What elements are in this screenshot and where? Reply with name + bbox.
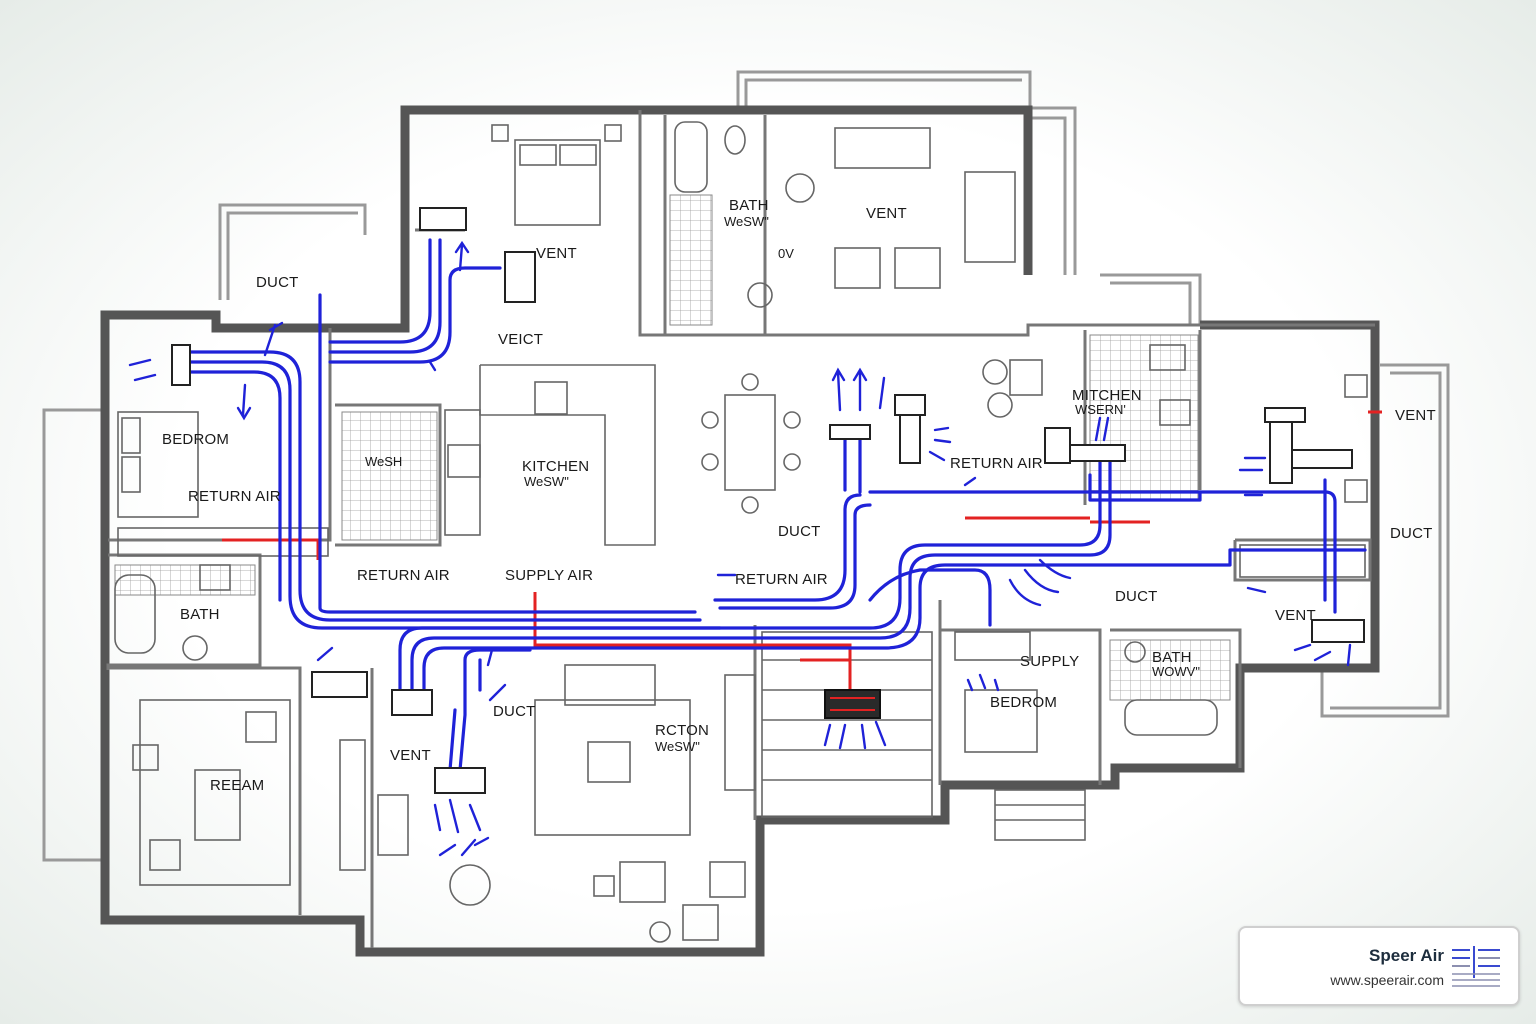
label-duct-center: DUCT [778,523,820,540]
label-bath-top: BATH [729,197,769,214]
label-veict: VEICT [498,331,543,348]
label-bedroom-left: BEDROM [162,431,229,448]
tiled-floors [114,194,1231,701]
label-bath-top-sub: WeSW" [724,214,769,229]
label-rcton-sub: WeSW" [655,739,700,754]
airflow-arrows [128,240,1352,857]
label-bedroom-right: BEDROM [990,694,1057,711]
label-rcton: RCTON [655,722,709,739]
label-duct-far-right: DUCT [1390,525,1432,542]
label-ov: 0V [778,246,794,261]
label-vent-top: VENT [536,245,577,262]
walls [100,105,1380,957]
label-vent-far-right: VENT [1395,407,1436,424]
label-vent-living: VENT [866,205,907,222]
label-kitchen-right: MITCHEN [1072,387,1142,404]
label-kitchen: KITCHEN [522,458,589,475]
label-supply-right: SUPPLY [1020,653,1079,670]
label-vent-lower: VENT [390,747,431,764]
label-duct-lower: DUCT [493,703,535,720]
label-duct-right: DUCT [1115,588,1157,605]
plan-labels: DUCT VENT VEICT BATH WeSW" 0V VENT BEDRO… [162,197,1436,794]
label-kitchen-sub: WeSW" [524,474,569,489]
label-return-air-center: RETURN AIR [357,567,450,584]
brand-name: Speer Air [1369,946,1444,965]
supply-ducts [188,238,1367,772]
label-return-air-left: RETURN AIR [188,488,281,505]
label-duct-top-left: DUCT [256,274,298,291]
brand-card: Speer Air www.speerair.com [1238,926,1520,1006]
label-bath-right-sub: WOWV" [1152,664,1200,679]
label-vent-right: VENT [1275,607,1316,624]
label-kitchen-right-sub: WSERN' [1075,402,1126,417]
label-wash-small: WeSH [365,454,402,469]
furniture [114,121,1368,943]
outer-deck-outlines [42,70,1450,862]
label-bath-left: BATH [180,606,220,623]
brand-url: www.speerair.com [1330,972,1444,988]
label-bath-right: BATH [1152,649,1192,666]
label-return-air-arrow: RETURN AIR [735,571,828,588]
label-reeam: REEAM [210,777,264,794]
speer-air-logo-icon [1452,946,1500,987]
label-supply-air: SUPPLY AIR [505,567,593,584]
hvac-units [171,207,1365,794]
label-return-air-right: RETURN AIR [950,455,1043,472]
